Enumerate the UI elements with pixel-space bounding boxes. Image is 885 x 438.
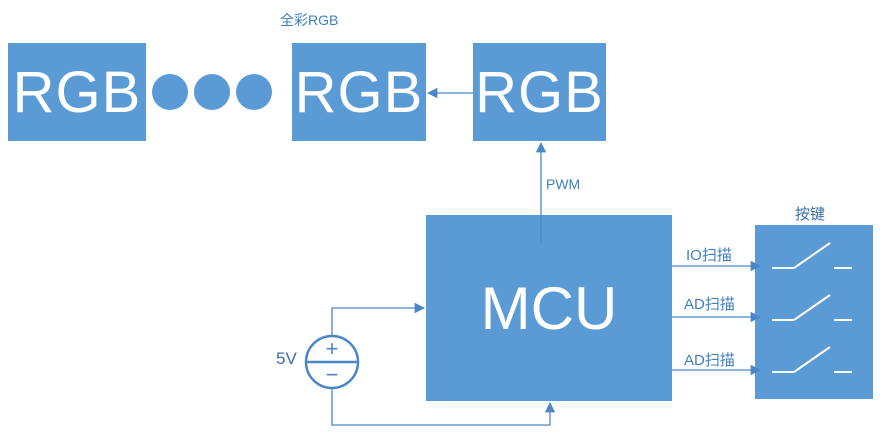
power-label: 5V: [276, 349, 297, 368]
signal-label-ad-2: AD扫描: [684, 352, 735, 369]
power-wire-top: [331, 302, 426, 336]
voltage-source-plus: +: [326, 336, 339, 361]
buttons-title: 按键: [795, 206, 826, 223]
signal-label-ad-1: AD扫描: [684, 296, 735, 313]
power-wire-bottom: [331, 388, 556, 426]
rgb-box-2: RGB: [292, 43, 426, 141]
signal-label-io: IO扫描: [686, 247, 732, 264]
rgb-box-1: RGB: [8, 43, 146, 141]
rgb-chain-title: 全彩RGB: [280, 12, 339, 28]
switch-icon-3: [772, 346, 852, 373]
switch-icon-2: [772, 294, 852, 321]
ellipsis-dot-3: [236, 74, 272, 110]
ellipsis-dot-1: [152, 74, 188, 110]
voltage-source-minus: −: [326, 362, 339, 387]
rgb-box-3: RGB: [473, 43, 606, 141]
switch-icon-1: [772, 242, 852, 269]
mcu-box: MCU: [426, 215, 672, 401]
ellipsis-dot-2: [194, 74, 230, 110]
pwm-label: PWM: [546, 176, 581, 192]
